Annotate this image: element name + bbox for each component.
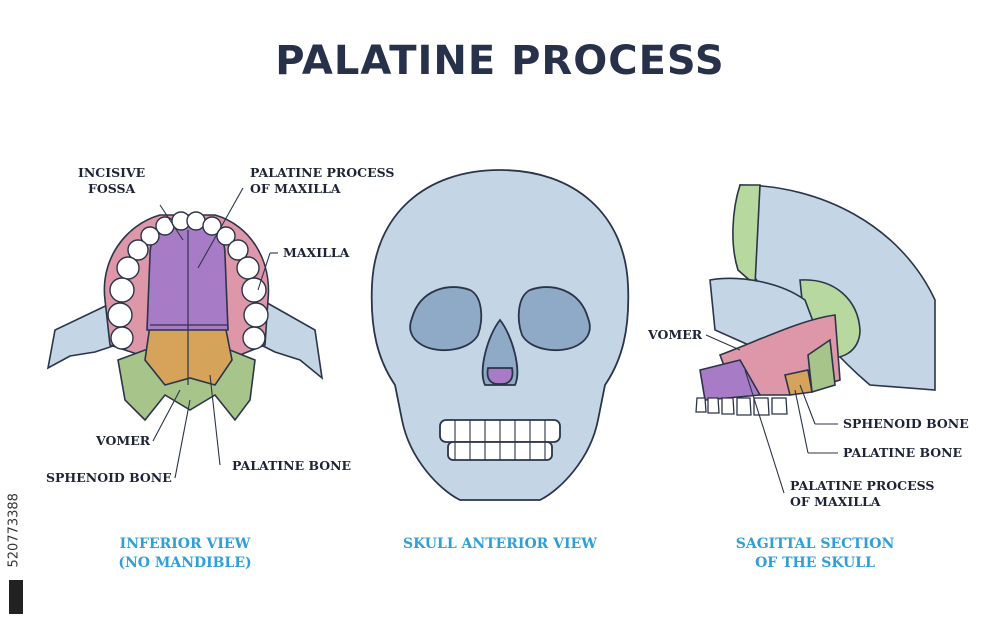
- diagram-title: PALATINE PROCESS: [275, 38, 725, 84]
- inferior-leader-lines: [152, 187, 278, 479]
- sphenoid-green: [807, 338, 836, 394]
- right-orbit: [517, 286, 591, 352]
- teeth-dividers: [454, 420, 546, 460]
- label-incisive-fossa: INCISIVE FOSSA: [78, 165, 146, 196]
- label-vomer-inferior: VOMER: [96, 433, 151, 448]
- frontal-sinus-region: [732, 184, 761, 287]
- stock-id: 520773388: [6, 493, 22, 568]
- sagittal-illustration: [695, 184, 936, 416]
- label-palatine-process-maxilla-sagittal: PALATINE PROCESS OF MAXILLA: [790, 478, 935, 509]
- stock-side-strip: [8, 385, 26, 615]
- sagittal-teeth: [695, 397, 788, 416]
- label-sphenoid-bone-inferior: SPHENOID BONE: [46, 470, 172, 485]
- nasal-inner: [486, 367, 514, 385]
- label-palatine-bone-inferior: PALATINE BONE: [232, 458, 352, 473]
- inferior-view-illustration: [46, 211, 324, 422]
- sagittal-leader-lines: [705, 334, 838, 494]
- label-maxilla: MAXILLA: [283, 245, 350, 260]
- label-palatine-bone-sagittal: PALATINE BONE: [843, 445, 963, 460]
- stock-logo: [9, 580, 23, 614]
- label-vomer-sagittal: VOMER: [648, 327, 703, 342]
- caption-inferior-view: INFERIOR VIEW (NO MANDIBLE): [118, 536, 252, 571]
- caption-anterior-view: SKULL ANTERIOR VIEW: [403, 536, 597, 552]
- upper-teeth: [107, 211, 269, 350]
- label-sphenoid-bone-sagittal: SPHENOID BONE: [843, 416, 969, 431]
- label-palatine-process-maxilla-inferior: PALATINE PROCESS OF MAXILLA: [250, 165, 395, 196]
- palatine-bone-orange: [784, 369, 813, 396]
- left-orbit: [409, 286, 483, 352]
- caption-sagittal-section: SAGITTAL SECTION OF THE SKULL: [735, 536, 895, 571]
- skull-anterior-illustration: [370, 169, 630, 501]
